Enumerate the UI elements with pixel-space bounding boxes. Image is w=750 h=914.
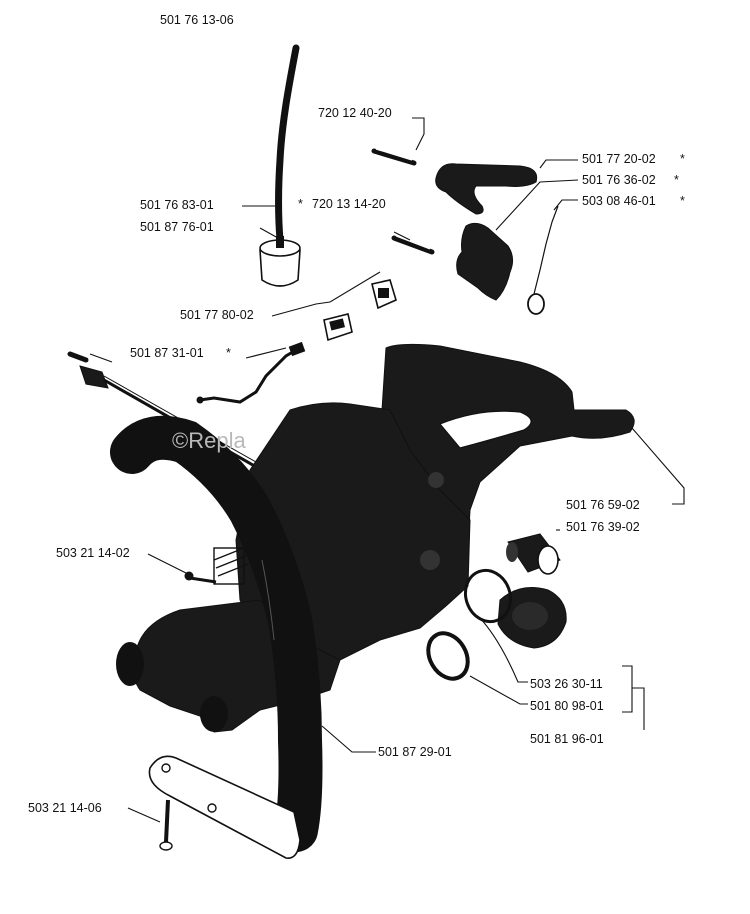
- bolt-lower: [159, 799, 173, 851]
- asterisk-720-13-14-20: *: [298, 197, 303, 211]
- label-501-81-96-01: 501 81 96-01: [530, 732, 604, 746]
- bushing: [506, 533, 561, 575]
- handle-bracket: [148, 755, 301, 859]
- throttle-rod: [196, 279, 397, 404]
- label-501-76-83-01: 501 76 83-01: [140, 198, 214, 212]
- label-720-13-14-20: 720 13 14-20: [312, 197, 386, 211]
- crankcase-bosses: [116, 642, 228, 732]
- label-501-87-31-01: 501 87 31-01: [130, 346, 204, 360]
- fuel-hose: [275, 44, 300, 244]
- label-501-80-98-01: 501 80 98-01: [530, 699, 604, 713]
- throttle-trigger: [435, 163, 538, 215]
- label-503-08-46-01: 503 08 46-01: [582, 194, 656, 208]
- asterisk-501-87-31-01: *: [226, 346, 231, 360]
- throttle-lockout: [456, 222, 514, 301]
- front-handle: [110, 415, 323, 852]
- label-501-87-29-01: 501 87 29-01: [378, 745, 452, 759]
- label-503-21-14-06: 503 21 14-06: [28, 801, 102, 815]
- pin-lower: [391, 235, 435, 255]
- spring: [527, 205, 559, 315]
- fuel-filter: [259, 236, 301, 287]
- fuel-cap: [497, 587, 567, 649]
- watermark: ©Repla: [172, 428, 246, 453]
- label-501-76-39-02: 501 76 39-02: [566, 520, 640, 534]
- o-ring-small: [426, 631, 470, 681]
- label-501-77-20-02: 501 77 20-02: [582, 152, 656, 166]
- label-501-87-76-01: 501 87 76-01: [140, 220, 214, 234]
- label-501-76-36-02: 501 76 36-02: [582, 173, 656, 187]
- asterisk-503-08-46-01: *: [680, 194, 685, 208]
- asterisk-501-76-36-02: *: [674, 173, 679, 187]
- asterisk-501-77-20-02: *: [680, 152, 685, 166]
- label-503-26-30-11: 503 26 30-11: [530, 677, 603, 691]
- o-ring-large: [463, 568, 513, 624]
- label-501-76-13-06: 501 76 13-06: [160, 13, 234, 27]
- label-501-76-59-02: 501 76 59-02: [566, 498, 640, 512]
- leader-lines: [89, 117, 685, 823]
- label-503-21-14-02: 503 21 14-02: [56, 546, 130, 560]
- label-720-12-40-20: 720 12 40-20: [318, 106, 392, 120]
- pin-upper: [371, 148, 417, 166]
- label-501-77-80-02: 501 77 80-02: [180, 308, 254, 322]
- bolt-upper: [184, 547, 249, 585]
